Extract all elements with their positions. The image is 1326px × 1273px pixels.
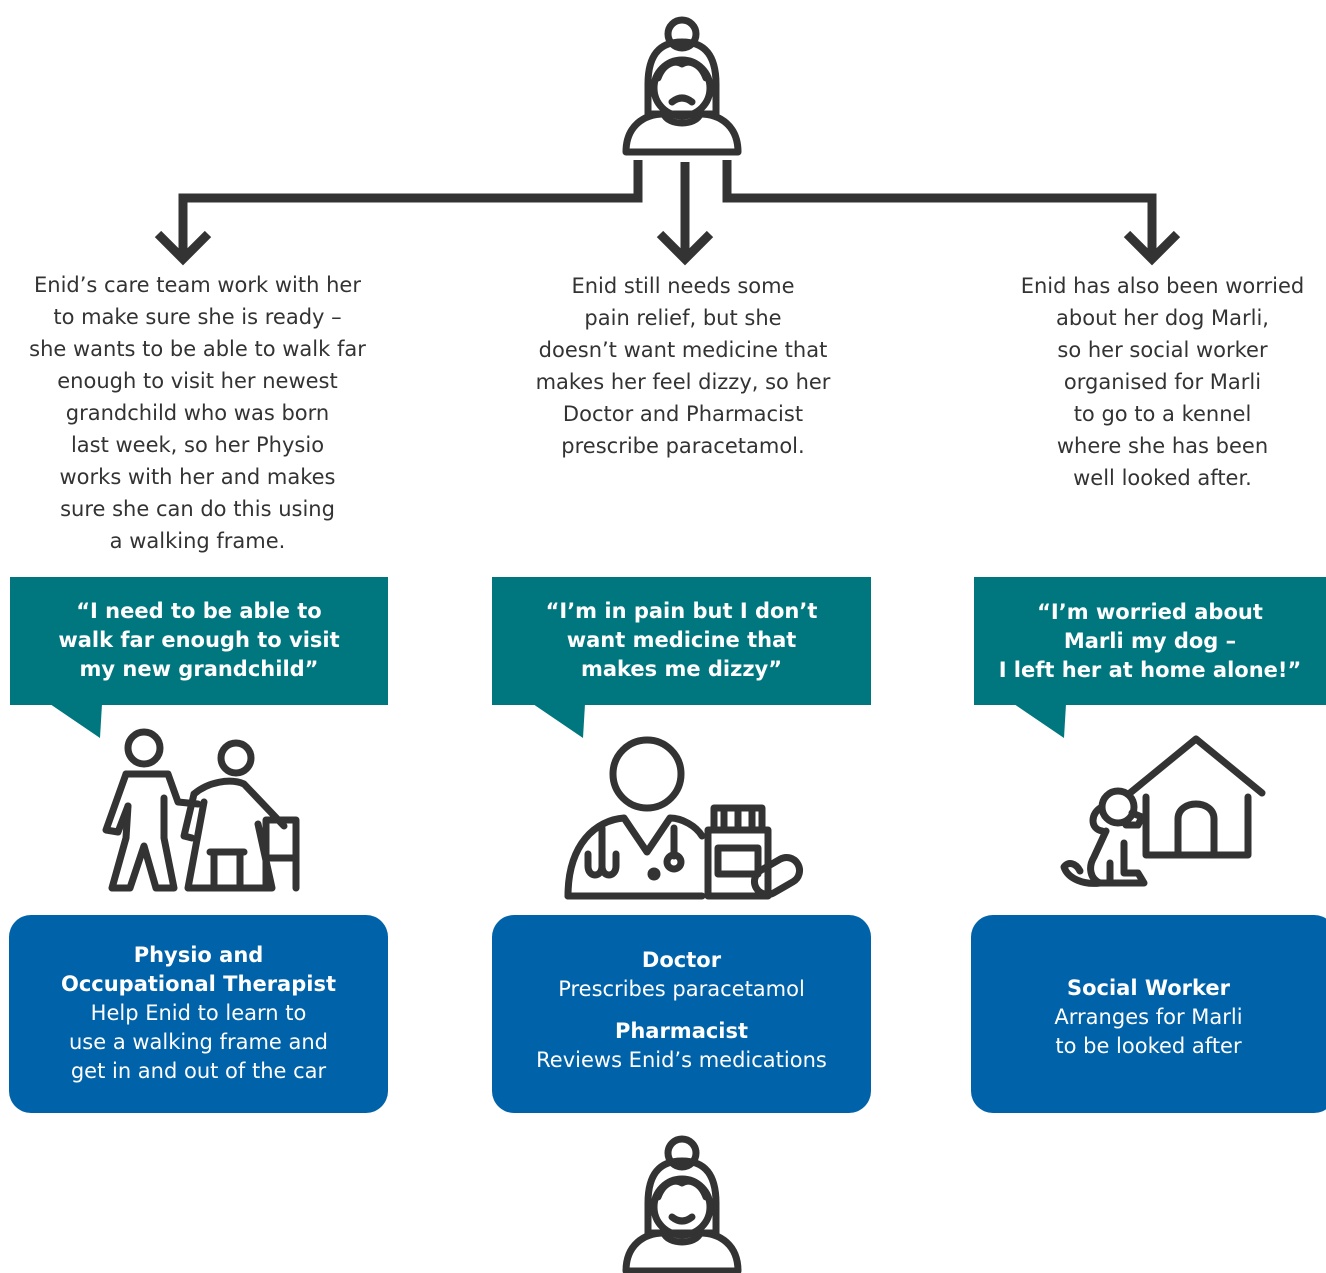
- quote-left-text: “I need to be able to walk far enough to…: [58, 599, 340, 681]
- quote-center-tail: [533, 704, 585, 738]
- role-box-doctor-pharmacist: Doctor Prescribes paracetamol Pharmacist…: [492, 915, 871, 1113]
- description-center: Enid still needs some pain relief, but s…: [535, 274, 831, 458]
- elderly-woman-sad-icon: [622, 16, 742, 156]
- role-social-worker-desc: Arranges for Marli to be looked after: [1054, 1005, 1243, 1058]
- quote-bubble-right: “I’m worried about Marli my dog – I left…: [974, 577, 1326, 705]
- arrow-left-head: [154, 230, 212, 266]
- role-doctor-desc: Prescribes paracetamol: [558, 977, 805, 1001]
- quote-right-text: “I’m worried about Marli my dog – I left…: [998, 600, 1302, 682]
- role-social-worker-name: Social Worker: [1066, 976, 1231, 1000]
- role-physio-name: Physio and Occupational Therapist: [60, 943, 336, 996]
- quote-left-tail: [50, 704, 102, 738]
- quote-bubble-left: “I need to be able to walk far enough to…: [10, 577, 388, 705]
- quote-right-tail: [1014, 704, 1066, 738]
- branch-arrows: [154, 160, 1181, 266]
- elderly-woman-smiling-icon: [622, 1135, 742, 1273]
- arrow-right-line: [722, 160, 1157, 255]
- role-doctor-name: Doctor: [641, 948, 722, 972]
- quote-bubble-center: “I’m in pain but I don’t want medicine t…: [492, 577, 871, 705]
- arrow-right-head: [1123, 230, 1181, 266]
- arrow-left-line: [178, 160, 643, 255]
- arrow-center-head: [656, 230, 714, 266]
- role-box-physio: Physio and Occupational Therapist Help E…: [9, 915, 388, 1113]
- role-pharmacist-desc: Reviews Enid’s medications: [536, 1048, 827, 1072]
- role-physio-desc: Help Enid to learn to use a walking fram…: [68, 1001, 329, 1083]
- quote-center-text: “I’m in pain but I don’t want medicine t…: [545, 599, 818, 681]
- carer-walking-frame-icon: [102, 728, 300, 892]
- dog-kennel-icon: [1060, 735, 1266, 887]
- doctor-medicine-icon: [564, 736, 804, 900]
- description-left: Enid’s care team work with her to make s…: [29, 273, 366, 553]
- role-pharmacist-name: Pharmacist: [614, 1019, 749, 1043]
- description-right: Enid has also been worried about her dog…: [1020, 274, 1305, 490]
- role-box-social-worker: Social Worker Arranges for Marli to be l…: [971, 915, 1326, 1113]
